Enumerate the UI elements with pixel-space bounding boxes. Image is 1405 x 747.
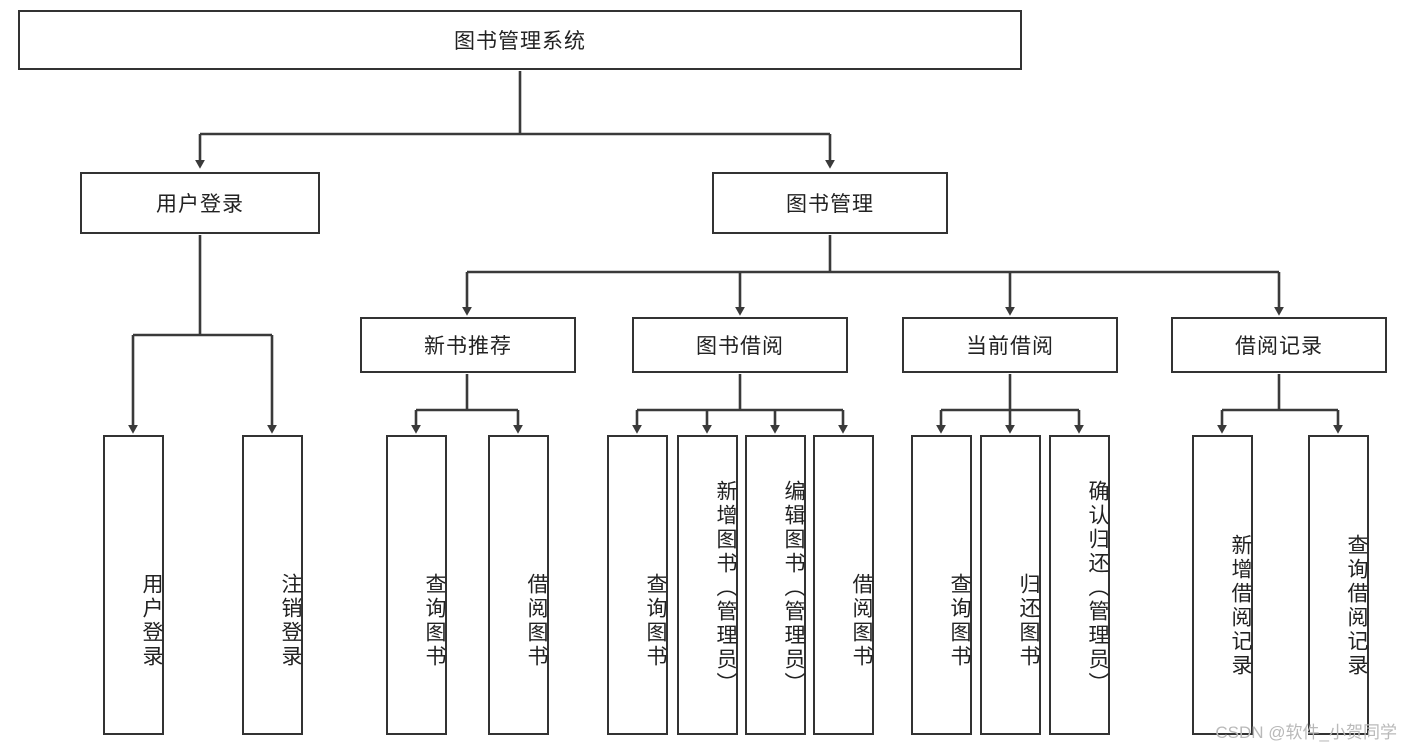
leaf-current-confirm-return-admin[interactable]: 确认归还（管理员） [1049,435,1110,735]
leaf-user-login-login[interactable]: 用户登录 [103,435,164,735]
node-new-book-recommend[interactable]: 新书推荐 [360,317,576,373]
node-label: 借阅记录 [1235,335,1323,358]
leaf-borrow-query-book[interactable]: 查询图书 [607,435,668,735]
leaf-label: 借阅图书 [850,573,873,669]
node-label: 图书管理 [786,193,874,216]
node-label: 图书借阅 [696,335,784,358]
leaf-record-add-record[interactable]: 新增借阅记录 [1192,435,1253,735]
leaf-label: 编辑图书（管理员） [782,480,805,696]
node-label: 当前借阅 [966,335,1054,358]
leaf-record-query-record[interactable]: 查询借阅记录 [1308,435,1369,735]
node-book-management[interactable]: 图书管理 [712,172,948,234]
leaf-user-login-logout[interactable]: 注销登录 [242,435,303,735]
leaf-recommend-query-book[interactable]: 查询图书 [386,435,447,735]
node-label: 新书推荐 [424,335,512,358]
leaf-label: 查询图书 [423,573,446,669]
leaf-label: 借阅图书 [525,573,548,669]
node-current-borrow[interactable]: 当前借阅 [902,317,1118,373]
leaf-label: 确认归还（管理员） [1086,480,1109,696]
leaf-label: 用户登录 [140,573,163,669]
node-user-login[interactable]: 用户登录 [80,172,320,234]
leaf-label: 查询图书 [644,573,667,669]
leaf-label: 注销登录 [279,573,302,669]
leaf-borrow-add-book-admin[interactable]: 新增图书（管理员） [677,435,738,735]
csdn-watermark: CSDN @软件_小贺同学 [1215,723,1397,742]
leaf-label: 归还图书 [1017,573,1040,669]
leaf-label: 查询借阅记录 [1345,534,1368,678]
leaf-label: 新增图书（管理员） [714,480,737,696]
leaf-borrow-edit-book-admin[interactable]: 编辑图书（管理员） [745,435,806,735]
leaf-current-return-book[interactable]: 归还图书 [980,435,1041,735]
leaf-current-query-book[interactable]: 查询图书 [911,435,972,735]
node-borrow-record[interactable]: 借阅记录 [1171,317,1387,373]
node-book-borrow[interactable]: 图书借阅 [632,317,848,373]
leaf-label: 新增借阅记录 [1229,534,1252,678]
leaf-label: 查询图书 [948,573,971,669]
leaf-recommend-borrow-book[interactable]: 借阅图书 [488,435,549,735]
node-root-system[interactable]: 图书管理系统 [18,10,1022,70]
node-label: 图书管理系统 [454,30,586,53]
leaf-borrow-borrow-book[interactable]: 借阅图书 [813,435,874,735]
node-label: 用户登录 [156,193,244,216]
